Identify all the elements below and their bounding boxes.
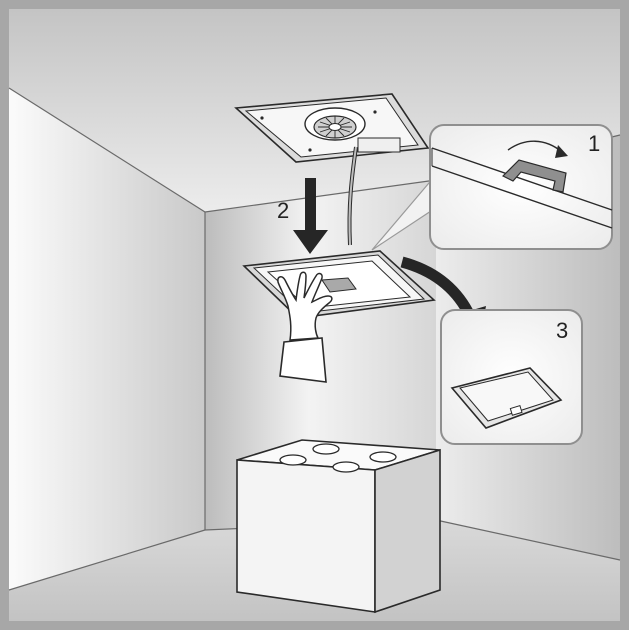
step-number-2: 2	[277, 198, 289, 223]
box-side	[375, 450, 440, 612]
sleeve-cuff	[280, 338, 326, 382]
step-number-1: 1	[588, 131, 600, 156]
duct-port	[370, 452, 396, 462]
step-number-3: 3	[556, 318, 568, 343]
duct-port	[313, 444, 339, 454]
duct-port	[280, 455, 306, 465]
detail-callout-3: 3	[441, 310, 582, 444]
ventilation-box	[237, 440, 440, 612]
box-front	[237, 460, 375, 612]
duct-port	[333, 462, 359, 472]
